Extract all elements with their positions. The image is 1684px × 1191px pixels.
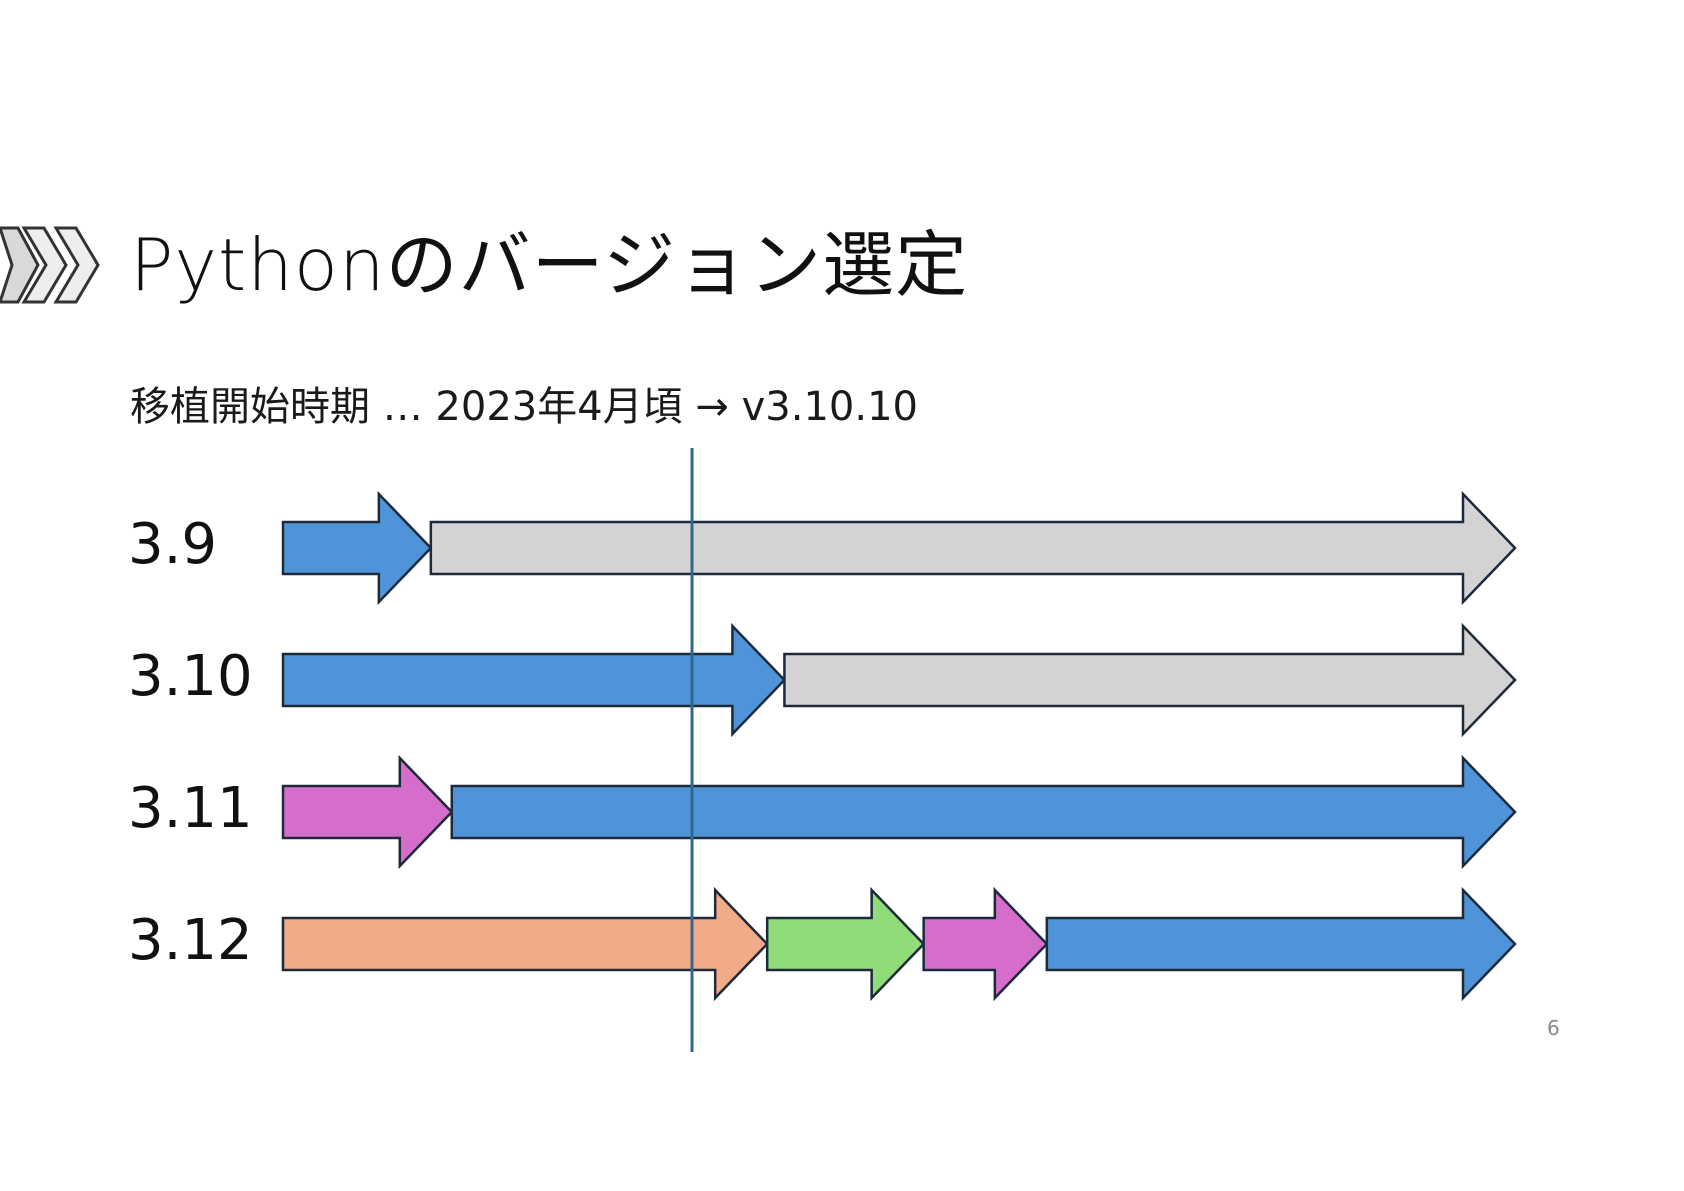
- timeline-arrow-3-11-1: [281, 754, 454, 870]
- timeline-arrow-3-10-2: [783, 622, 1517, 738]
- timeline-arrow-3-11-2: [450, 754, 1517, 870]
- slide-title: Pythonのバージョン選定: [130, 223, 969, 307]
- row-label-3-10: 3.10: [128, 644, 253, 709]
- row-label-3-9: 3.9: [128, 512, 218, 577]
- row-label-3-11: 3.11: [128, 776, 253, 841]
- timeline-arrow-3-12-1: [281, 886, 769, 1002]
- slide-subtitle: 移植開始時期 … 2023年4月頃 → v3.10.10: [130, 384, 918, 430]
- chevron-decoration-icon: [0, 226, 100, 304]
- row-label-3-12: 3.12: [128, 908, 253, 973]
- timeline-arrow-3-12-3: [922, 886, 1049, 1002]
- page-number: 6: [1547, 1016, 1560, 1040]
- timeline-arrow-3-9-1: [281, 490, 433, 606]
- timeline-arrow-3-10-1: [281, 622, 787, 738]
- timeline-arrow-3-12-4: [1045, 886, 1517, 1002]
- timeline-arrow-3-12-2: [765, 886, 926, 1002]
- timeline-arrow-3-9-2: [429, 490, 1517, 606]
